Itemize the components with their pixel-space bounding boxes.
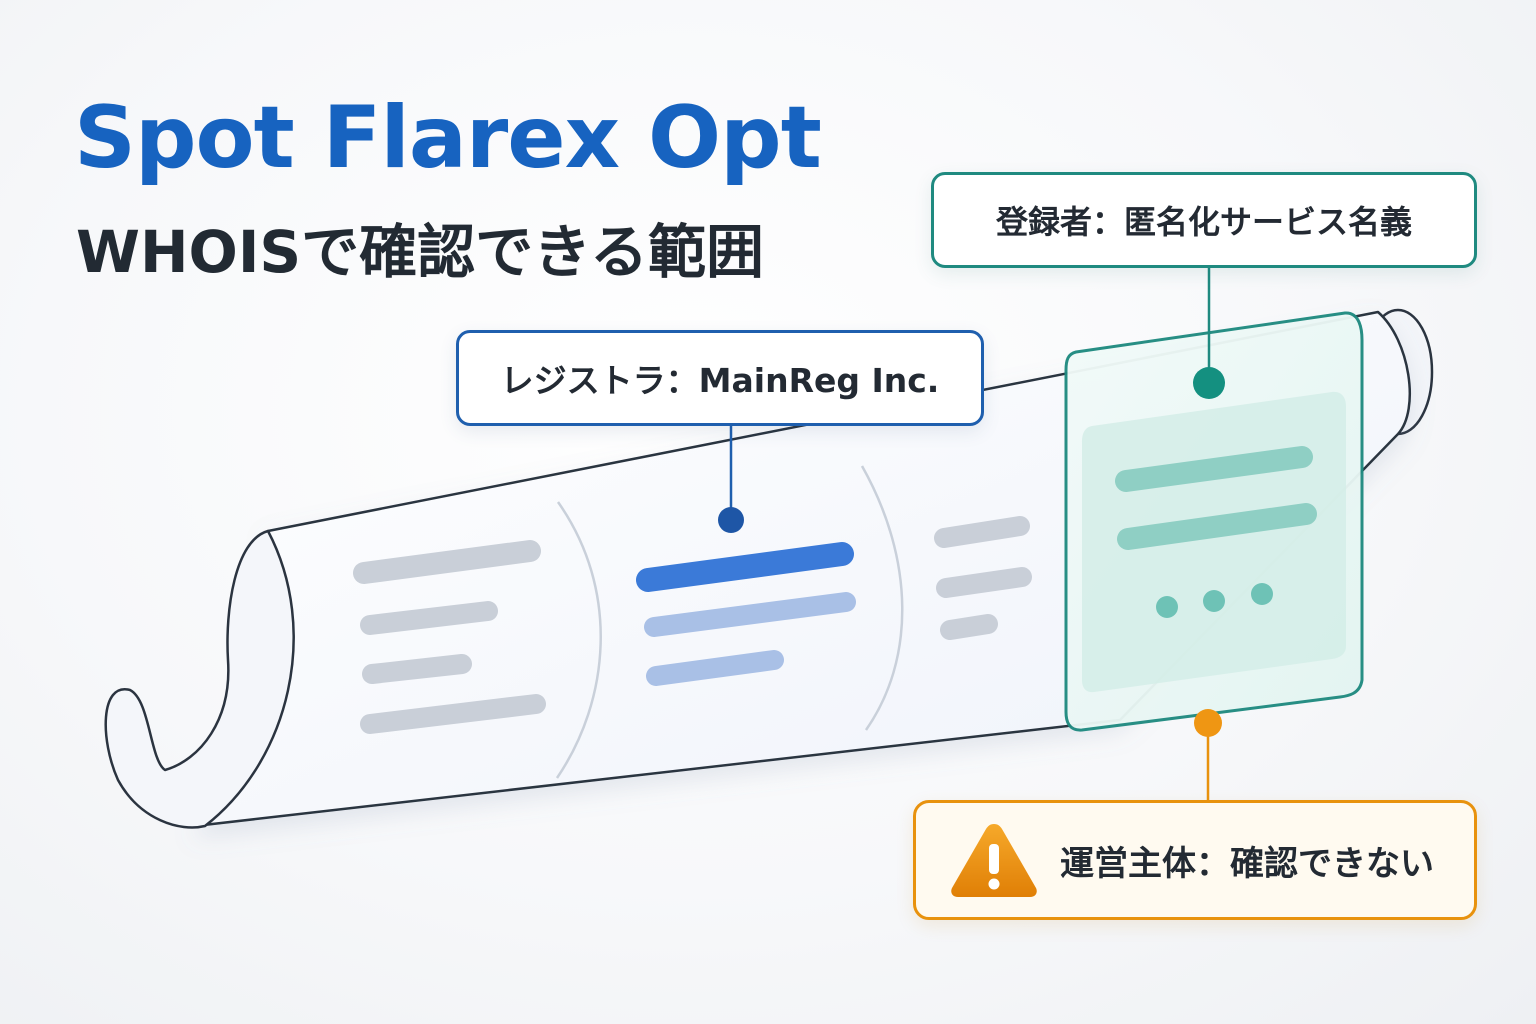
- placeholder-dot: [1156, 596, 1178, 618]
- placeholder-line: [362, 654, 472, 684]
- connector-registrant: [1193, 268, 1225, 399]
- connector-registrar: [718, 426, 744, 533]
- section-divider-1: [555, 501, 602, 779]
- operator-label: 運営主体：確認できない: [1060, 843, 1434, 884]
- section-divider-2: [860, 465, 904, 731]
- placeholder-line: [644, 592, 856, 637]
- section-registrar-lines: [636, 542, 856, 686]
- placeholder-dot: [1203, 590, 1225, 612]
- highlight-line: [636, 542, 854, 592]
- placeholder-line: [934, 516, 1030, 548]
- placeholder-line: [360, 694, 546, 734]
- scroll-left-curl: [104, 529, 295, 829]
- placeholder-line: [940, 614, 998, 640]
- connector-operator: [1194, 709, 1222, 800]
- warning-icon: [951, 824, 1037, 897]
- registrar-callout: レジストラ：MainReg Inc.: [456, 330, 984, 426]
- placeholder-line: [646, 650, 784, 686]
- operator-callout: 運営主体：確認できない: [913, 800, 1477, 920]
- page-subtitle: WHOISで確認できる範囲: [76, 218, 765, 286]
- registrar-label: レジストラ：MainReg Inc.: [500, 361, 940, 400]
- placeholder-line: [936, 567, 1032, 598]
- placeholder-line: [353, 540, 541, 584]
- registrant-callout: 登録者：匿名化サービス名義: [931, 172, 1477, 268]
- placeholder-dot: [1251, 583, 1273, 605]
- registrant-card: [1064, 311, 1364, 732]
- page-title: Spot Flarex Opt: [74, 88, 822, 188]
- placeholder-line: [1115, 446, 1313, 492]
- registrant-label: 登録者：匿名化サービス名義: [995, 203, 1412, 241]
- placeholder-line: [1117, 503, 1317, 550]
- section-right-lines: [934, 516, 1032, 640]
- section-left-lines: [353, 540, 546, 734]
- placeholder-line: [360, 601, 498, 635]
